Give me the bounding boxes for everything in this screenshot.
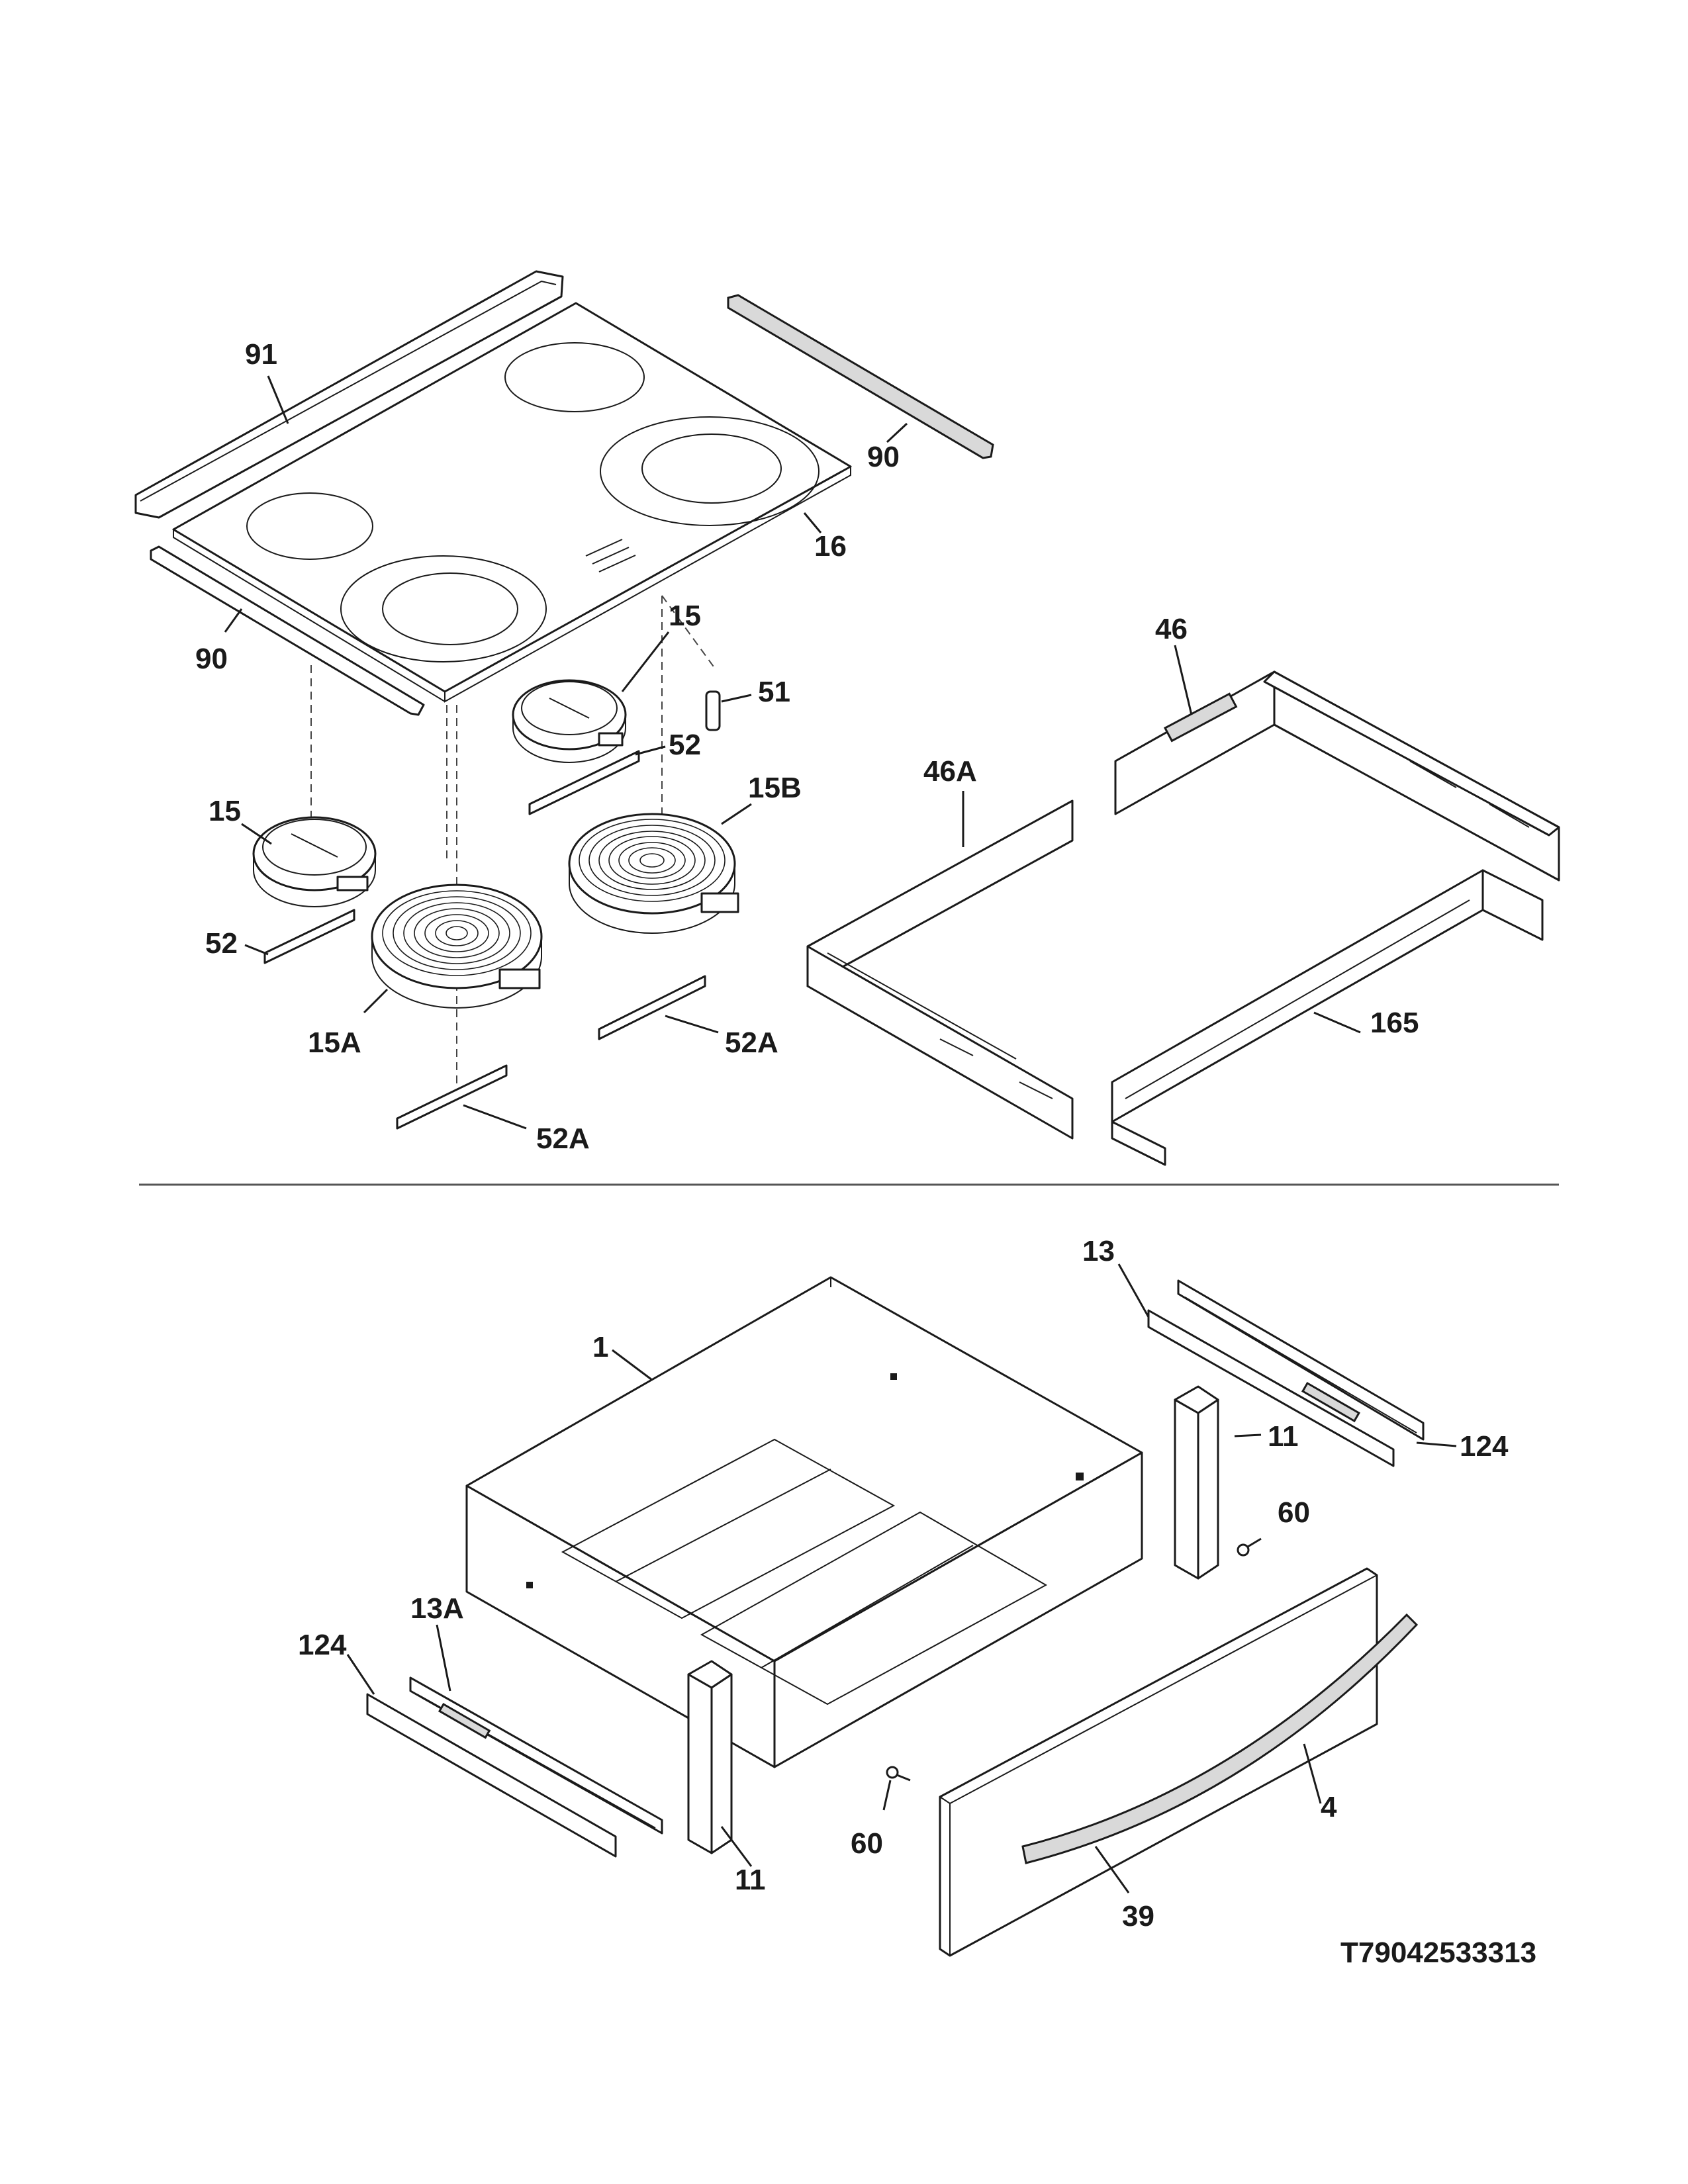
slide-13A [366,1676,663,1858]
radiant-element-15A [371,884,543,1009]
strap-52-left [263,909,355,964]
callout-46: 46 [1155,613,1188,645]
callout-52-left: 52 [205,927,238,960]
strap-52A-right [598,975,706,1040]
callout-124-left: 124 [298,1629,347,1661]
callout-124-right: 124 [1460,1430,1509,1463]
radiant-element-15B [568,813,739,934]
callout-52A-right: 52A [725,1026,778,1059]
radiant-element-15-top [512,679,627,763]
diagram-code: T79042533313 [1340,1936,1536,1969]
bracket-11-right [1174,1385,1219,1580]
rear-trim-91 [134,270,564,519]
callout-90-left: 90 [195,643,228,675]
frame-46A [806,799,1074,1140]
strap-52A-bottom [396,1064,508,1130]
callout-165: 165 [1370,1007,1419,1039]
screw-60-left [886,1766,911,1782]
callout-16: 16 [814,530,847,563]
strap-52-top [528,750,640,815]
callout-51: 51 [758,676,790,708]
frame-46 [1114,670,1560,882]
glass-cooktop-16 [172,302,852,703]
connector-51 [705,690,721,731]
callout-52-top: 52 [669,729,701,761]
screw-60-right [1237,1537,1262,1557]
callout-46A: 46A [923,755,977,788]
drawer-front-4 [939,1567,1378,1957]
callout-15-left: 15 [209,795,241,827]
callout-13A: 13A [410,1592,464,1625]
leader-lines-lower [346,1263,1457,1893]
side-trim-90-left [150,545,425,716]
callout-15A: 15A [308,1026,361,1059]
drawer-handle-39 [1021,1613,1419,1864]
callout-11-bottom: 11 [735,1864,766,1896]
bracket-11-bottom [687,1660,733,1854]
callout-1: 1 [592,1331,608,1363]
callout-11-right: 11 [1268,1420,1299,1453]
drawer-box-1 [465,1276,1143,1768]
callout-90-right: 90 [867,441,900,473]
leader-lines-upper [224,375,1361,1130]
callout-52A-bottom: 52A [536,1122,590,1155]
callout-labels: 91 90 16 90 15 51 52 46 15 15B 46A 52 15… [195,338,1536,1969]
callout-15-top: 15 [669,600,701,632]
callout-60-left: 60 [851,1827,883,1860]
callout-39: 39 [1122,1900,1154,1933]
callout-4: 4 [1321,1791,1337,1823]
side-trim-90-right [727,294,994,459]
callout-13: 13 [1082,1235,1115,1267]
callout-15B: 15B [748,772,802,804]
callout-91: 91 [245,338,277,371]
callout-60-right: 60 [1278,1496,1310,1529]
radiant-element-15-left [252,816,377,907]
slide-13 [1147,1279,1425,1467]
rail-165 [1111,869,1544,1166]
